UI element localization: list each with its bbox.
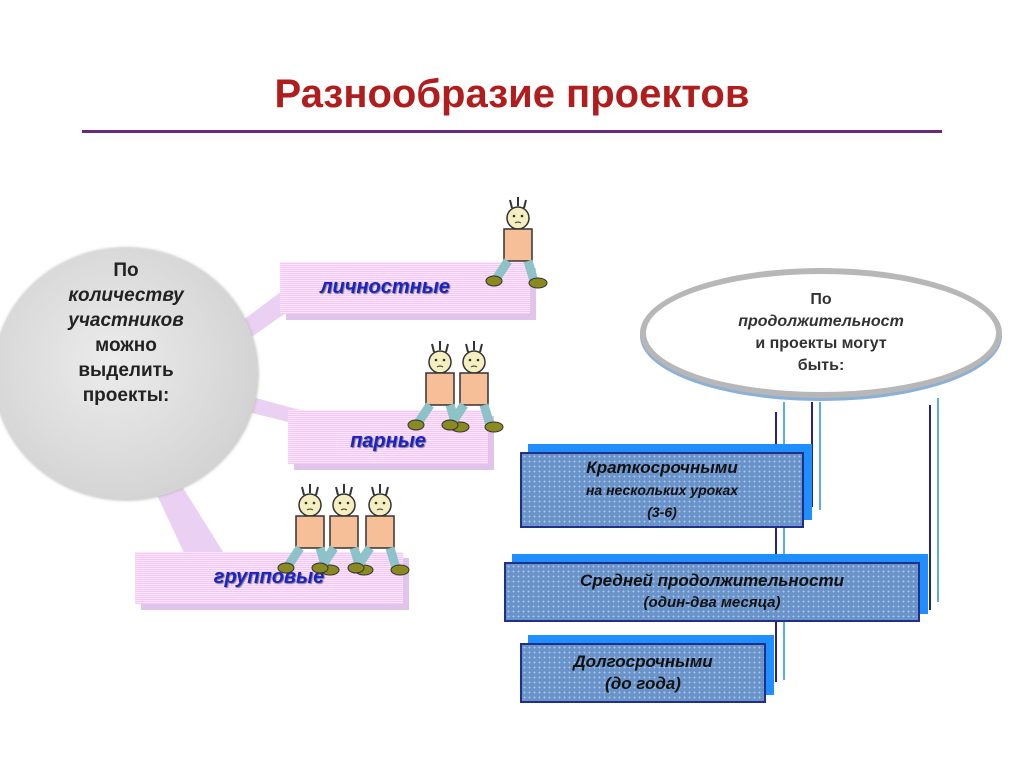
connector-group [150, 475, 225, 555]
ellipse-text: быть: [797, 357, 845, 374]
circle-text: выделить [78, 360, 174, 381]
duration-ellipse: По продолжительност и проекты могут быть… [640, 268, 1002, 398]
circle-text: проекты: [82, 385, 170, 406]
circle-text: По [113, 260, 139, 281]
box-line: (до года) [605, 674, 681, 693]
box-title: Краткосрочными [586, 458, 738, 477]
group-label: групповые [213, 566, 325, 588]
long-term-box: Долгосрочными (до года) [520, 643, 766, 703]
connector-line [937, 398, 939, 602]
title-underline [82, 130, 942, 133]
pair-label: парные [350, 430, 426, 452]
ellipse-text: и проекты могут [755, 335, 887, 352]
connector-line [819, 402, 821, 510]
personal-label: личностные [320, 276, 450, 298]
participants-circle: По количеству участников можно выделить … [0, 248, 258, 500]
circle-text: можно [95, 335, 157, 356]
connector-line [929, 405, 931, 610]
box-line: на нескольких уроках [585, 482, 739, 498]
box-title: Долгосрочными [573, 652, 713, 671]
ellipse-text: продолжительност [738, 313, 904, 330]
box-line: (один-два месяца) [643, 594, 781, 611]
connector-line [811, 402, 813, 507]
box-line: (3-6) [647, 504, 677, 520]
ellipse-text: По [810, 291, 832, 308]
circle-text: количеству [68, 285, 184, 306]
slide-title: Разнообразие проектов [274, 72, 750, 116]
connector-pair [240, 395, 300, 425]
person-icon [486, 197, 547, 288]
circle-text: участников [68, 310, 184, 331]
box-title: Средней продолжительности [579, 571, 844, 590]
short-term-box: Краткосрочными на нескольких уроках (3-6… [520, 452, 804, 528]
medium-term-box: Средней продолжительности (один-два меся… [504, 562, 920, 622]
personal-box: личностные [280, 262, 530, 314]
connector-line [783, 402, 785, 680]
connector-line [775, 412, 777, 682]
